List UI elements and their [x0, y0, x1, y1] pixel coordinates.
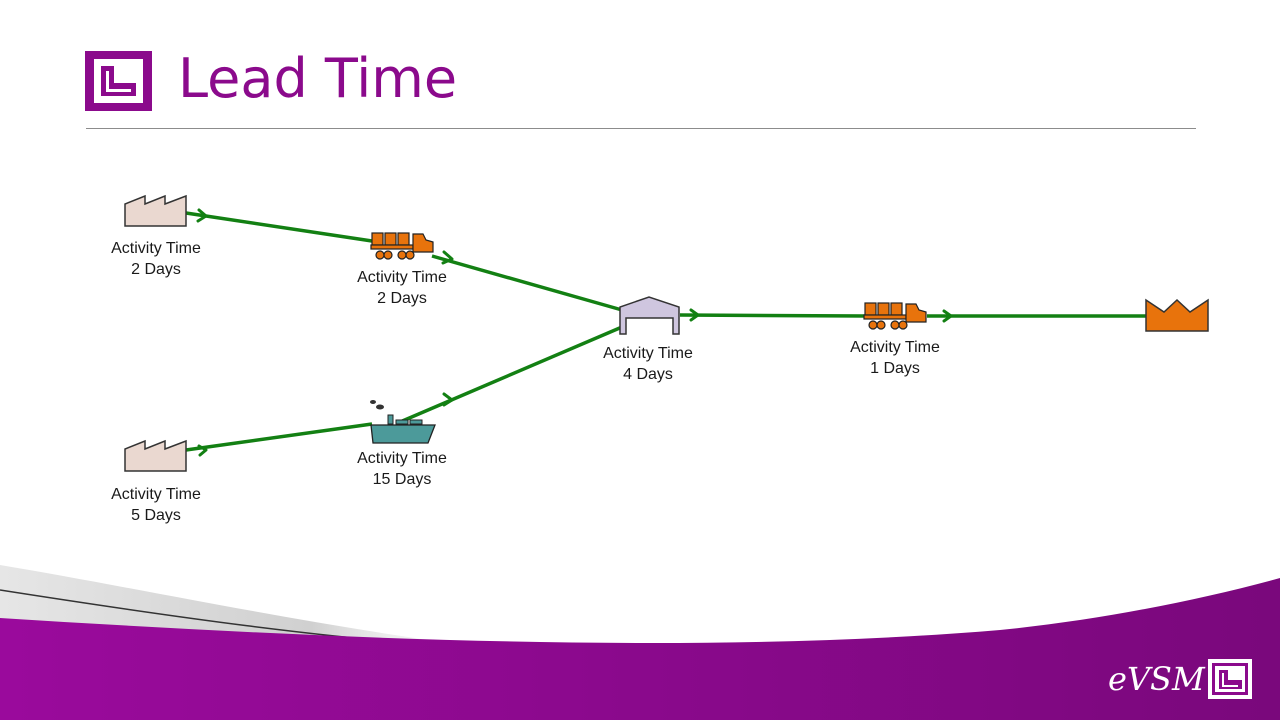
- warehouse-icon: [619, 296, 680, 335]
- activity-time-label: Activity Time: [111, 240, 201, 257]
- activity-time-label: Activity Time: [111, 486, 201, 503]
- flow-arrow-icon: [441, 250, 454, 265]
- supplier-1-label: Activity Time 2 Days: [86, 238, 226, 280]
- activity-time-value: 4 Days: [623, 366, 673, 383]
- activity-time-value: 15 Days: [372, 471, 432, 488]
- customer-factory-icon: [1145, 298, 1209, 332]
- truck-icon: [863, 302, 927, 330]
- ship-icon: [370, 400, 436, 444]
- activity-time-label: Activity Time: [850, 339, 940, 356]
- footer-band: [0, 578, 1280, 720]
- activity-time-label: Activity Time: [357, 450, 447, 467]
- flow-line: [399, 325, 623, 424]
- supplier-2-label: Activity Time 5 Days: [86, 484, 226, 526]
- truck-1-label: Activity Time 2 Days: [332, 267, 472, 309]
- truck-2-label: Activity Time 1 Days: [825, 337, 965, 379]
- factory-icon: [124, 194, 187, 227]
- activity-time-label: Activity Time: [603, 345, 693, 362]
- evsm-logo-icon: [1208, 659, 1252, 699]
- flow-arrow-icon: [196, 208, 208, 223]
- ship-label: Activity Time 15 Days: [332, 448, 472, 490]
- activity-time-value: 5 Days: [131, 507, 181, 524]
- flow-line: [679, 313, 867, 318]
- title-divider: [86, 128, 1196, 129]
- truck-icon: [370, 232, 434, 260]
- flow-line: [185, 422, 373, 452]
- flow-arrow-icon: [942, 309, 953, 323]
- evsm-logo-icon: [85, 51, 152, 111]
- activity-time-value: 2 Days: [131, 261, 181, 278]
- page-title: Lead Time: [178, 47, 458, 110]
- activity-time-value: 1 Days: [870, 360, 920, 377]
- activity-time-value: 2 Days: [377, 290, 427, 307]
- activity-time-label: Activity Time: [357, 269, 447, 286]
- flow-line: [185, 211, 373, 243]
- flow-arrow-icon: [442, 392, 454, 407]
- brand-name: eVSM: [1108, 660, 1205, 698]
- factory-icon: [124, 439, 187, 472]
- flow-arrow-icon: [689, 308, 700, 322]
- flow-arrow-icon: [197, 444, 208, 457]
- flow-line: [431, 254, 623, 312]
- flow-lines: [185, 211, 1147, 452]
- flow-arrows: [196, 208, 953, 457]
- warehouse-label: Activity Time 4 Days: [578, 343, 718, 385]
